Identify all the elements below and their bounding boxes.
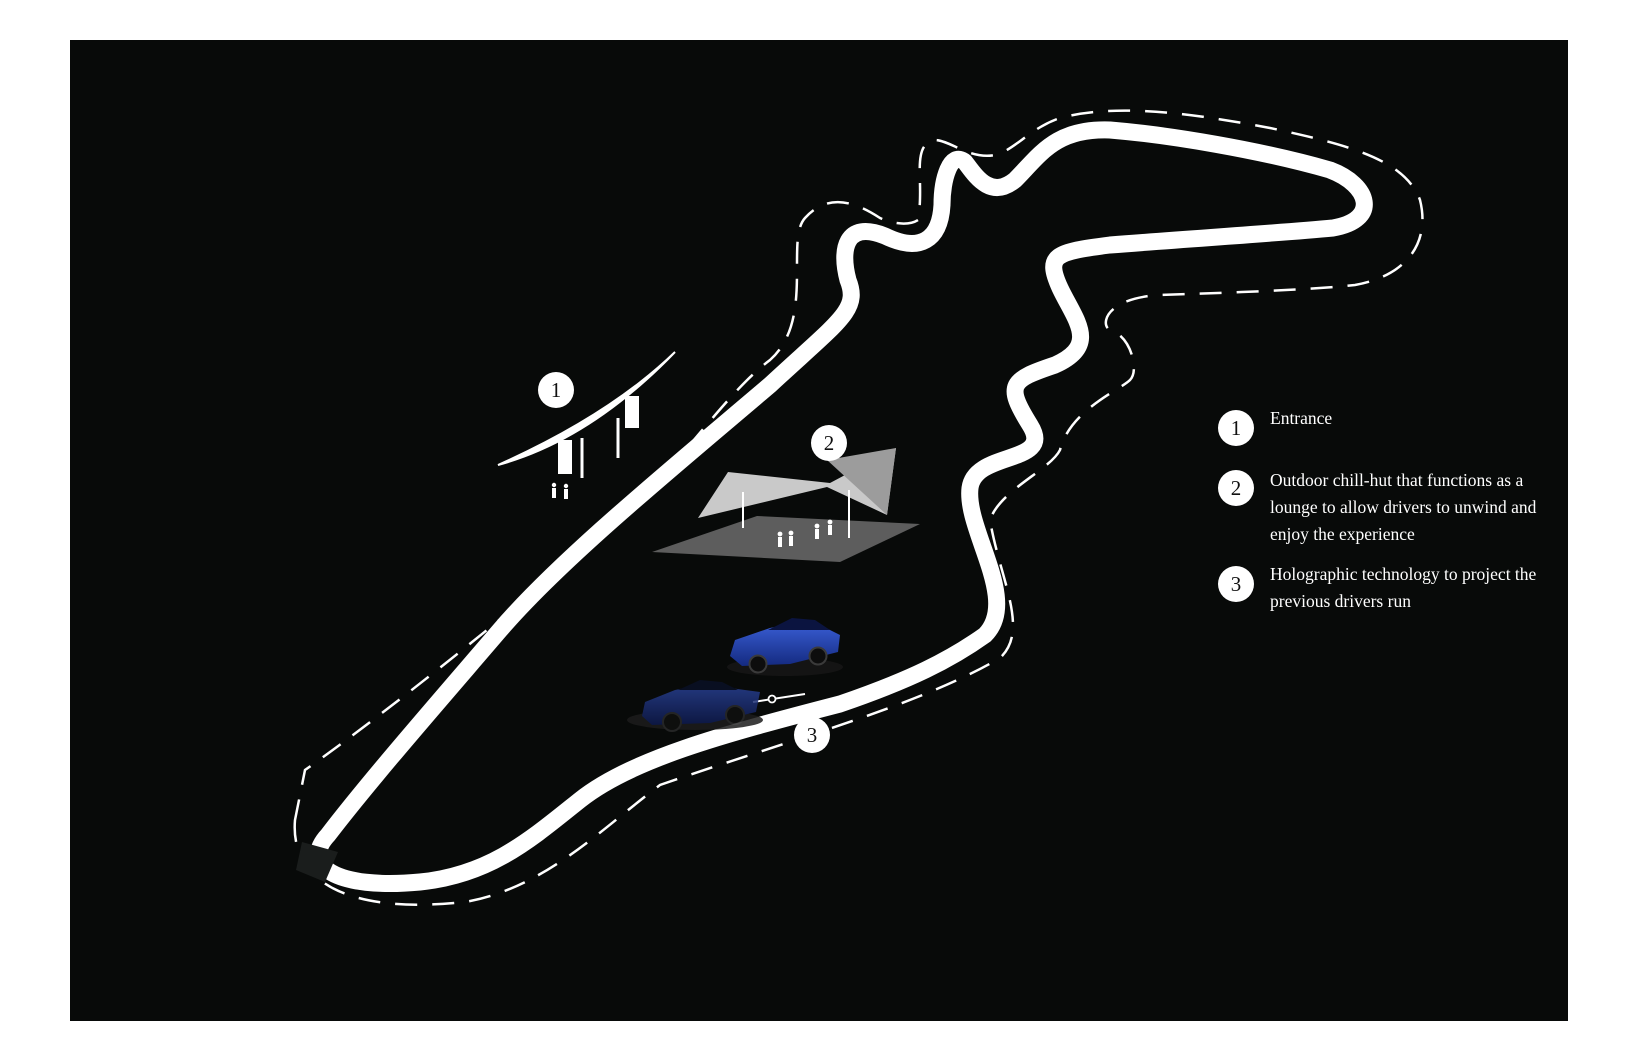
hologram-marker: 3 bbox=[794, 717, 830, 753]
legend-number: 3 bbox=[1218, 566, 1254, 602]
entrance-marker: 1 bbox=[538, 372, 574, 408]
dashed-outer-guide bbox=[293, 109, 1424, 906]
chill-hut bbox=[652, 448, 920, 562]
legend-text: Outdoor chill-hut that functions as a lo… bbox=[1270, 470, 1537, 544]
hologram-projector bbox=[752, 693, 806, 704]
legend-text: Entrance bbox=[1270, 408, 1333, 428]
chill-hut-marker: 2 bbox=[811, 425, 847, 461]
track-diagram: 1 2 3 1 Entrance 2 Outdoor chill-hut tha… bbox=[70, 40, 1568, 1021]
legend-number: 2 bbox=[1218, 470, 1254, 506]
start-corner-shadow bbox=[296, 842, 338, 882]
blue-car bbox=[727, 618, 843, 676]
legend-number: 1 bbox=[1218, 410, 1254, 446]
ghost-car bbox=[627, 680, 763, 732]
race-track bbox=[310, 121, 1373, 892]
track-map bbox=[293, 109, 1424, 906]
legend-text: Holographic technology to project the pr… bbox=[1270, 564, 1537, 611]
entrance-pavilion bbox=[497, 351, 676, 499]
